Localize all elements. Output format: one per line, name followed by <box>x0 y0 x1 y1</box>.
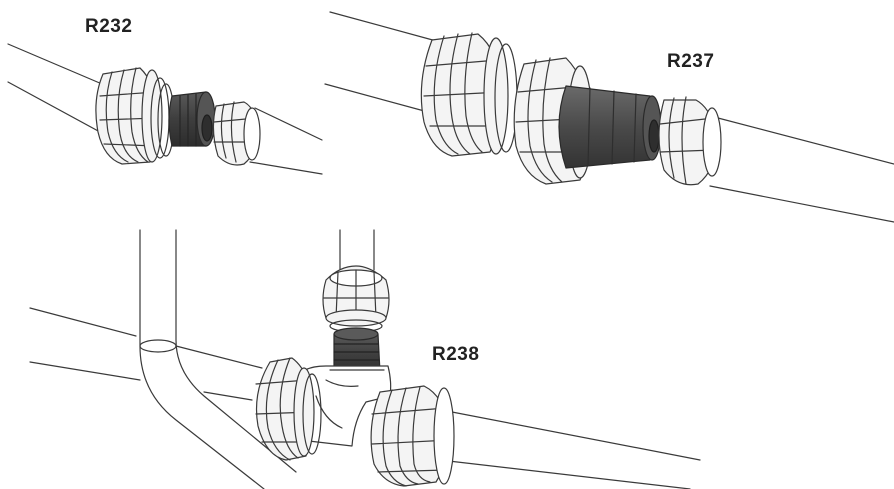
fitting-r237 <box>324 11 894 223</box>
fitting-r238 <box>29 229 701 489</box>
nut-large-r232 <box>95 67 175 165</box>
nut-small-r237 <box>658 96 722 186</box>
main-pipe-right <box>439 411 701 489</box>
insert-dark-r237 <box>558 85 662 169</box>
pipe-left-r237 <box>324 11 441 113</box>
label-r232: R232 <box>85 16 133 37</box>
fitting-r232 <box>7 43 323 175</box>
nut-right-r238 <box>370 385 455 487</box>
branch-pipe-top <box>339 229 375 271</box>
label-r238: R238 <box>432 344 480 365</box>
insert-dark-r232 <box>168 91 216 147</box>
pipe-left-r232 <box>7 43 103 133</box>
nut-small-r232 <box>212 101 261 166</box>
pipe-right-r232 <box>249 107 323 175</box>
nut-top-r238 <box>322 265 390 333</box>
nut-large-left-r237 <box>420 32 518 157</box>
nut-left-r238 <box>255 357 322 461</box>
pipe-right-r237 <box>709 117 894 223</box>
main-pipe-left <box>29 307 263 401</box>
label-r237: R237 <box>667 51 715 72</box>
